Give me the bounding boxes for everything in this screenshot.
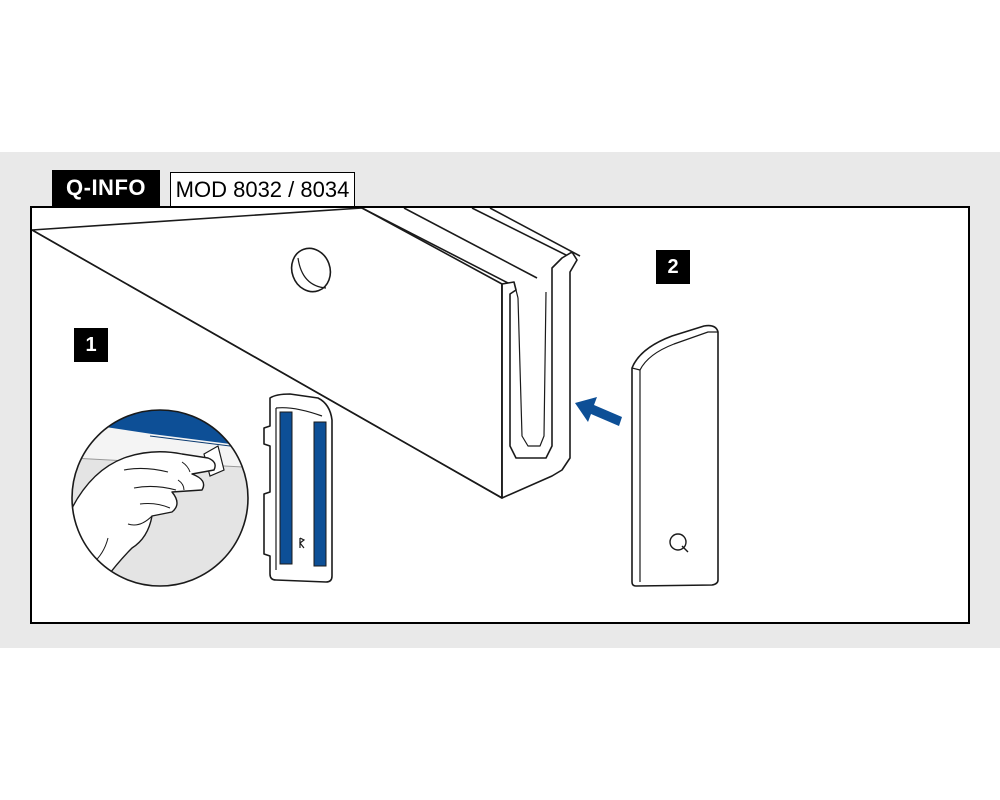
model-label: MOD 8032 / 8034 (170, 172, 355, 206)
push-arrow-icon (575, 397, 622, 426)
instruction-panel: 1 2 (30, 206, 970, 624)
aluminium-profile (32, 208, 581, 499)
assembly-illustration (32, 208, 719, 587)
q-info-tag: Q-INFO (52, 170, 160, 206)
q-logo-icon (669, 533, 689, 553)
detail-magnifier (71, 409, 249, 587)
adhesive-tape-strips (279, 411, 327, 567)
mounting-hole (290, 247, 332, 293)
step-1-badge: 1 (74, 328, 108, 362)
step-2-badge: 2 (656, 250, 690, 284)
end-cap (631, 324, 719, 587)
cap-marker-icon (299, 537, 306, 549)
